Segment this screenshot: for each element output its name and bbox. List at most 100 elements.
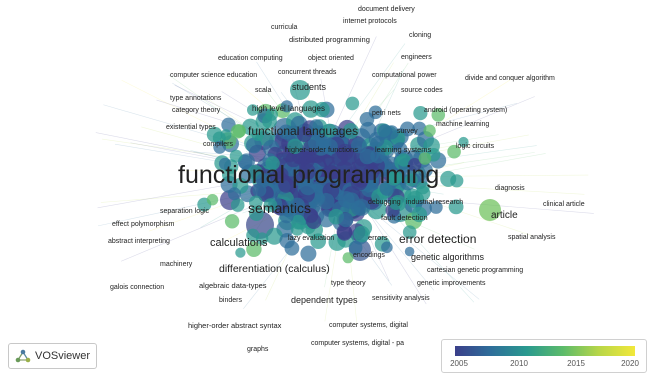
- term-label[interactable]: petri nets: [372, 110, 401, 117]
- network-node[interactable]: [235, 247, 246, 258]
- term-label[interactable]: error detection: [399, 232, 476, 246]
- term-label[interactable]: document delivery: [358, 6, 415, 13]
- network-node[interactable]: [227, 187, 241, 201]
- network-node[interactable]: [353, 225, 371, 243]
- term-label[interactable]: computer science education: [170, 72, 257, 79]
- term-label[interactable]: source codes: [401, 87, 443, 94]
- network-node[interactable]: [230, 198, 245, 212]
- term-label[interactable]: cartesian genetic programming: [427, 267, 523, 274]
- network-node[interactable]: [416, 181, 430, 195]
- network-node[interactable]: [389, 196, 403, 210]
- term-label[interactable]: functional languages: [248, 124, 358, 138]
- network-node[interactable]: [300, 245, 317, 262]
- term-label[interactable]: distributed programming: [289, 35, 370, 44]
- network-node[interactable]: [249, 206, 264, 221]
- network-node[interactable]: [213, 140, 227, 154]
- term-label[interactable]: machinery: [160, 261, 193, 268]
- network-node[interactable]: [423, 124, 436, 137]
- network-node[interactable]: [350, 200, 367, 216]
- network-node[interactable]: [299, 178, 317, 196]
- network-node[interactable]: [479, 199, 501, 221]
- term-label[interactable]: high level languages: [252, 104, 325, 113]
- term-label[interactable]: curricula: [271, 24, 298, 31]
- network-node[interactable]: [399, 121, 415, 137]
- term-label[interactable]: computational power: [372, 72, 437, 79]
- term-label[interactable]: type theory: [331, 280, 366, 287]
- term-label[interactable]: semantics: [248, 200, 311, 216]
- network-node[interactable]: [206, 194, 219, 206]
- network-node[interactable]: [418, 152, 432, 165]
- term-label[interactable]: abstract interpreting: [108, 238, 170, 245]
- network-node[interactable]: [272, 167, 289, 183]
- term-label[interactable]: existential types: [166, 124, 216, 131]
- term-label[interactable]: higher-order abstract syntax: [188, 321, 282, 330]
- term-label[interactable]: lazy evaluation: [288, 235, 334, 242]
- term-label[interactable]: diagnosis: [495, 185, 525, 192]
- network-node[interactable]: [302, 100, 320, 118]
- network-node[interactable]: [251, 128, 265, 141]
- term-label[interactable]: differentiation (calculus): [219, 263, 330, 275]
- term-label[interactable]: object oriented: [308, 55, 354, 62]
- network-node[interactable]: [290, 80, 310, 100]
- network-node[interactable]: [458, 136, 469, 148]
- network-node[interactable]: [220, 129, 232, 141]
- network-node[interactable]: [252, 183, 267, 198]
- term-label[interactable]: divide and conquer algorithm: [465, 75, 555, 82]
- network-node[interactable]: [303, 208, 319, 223]
- term-label[interactable]: calculations: [210, 237, 268, 249]
- network-node[interactable]: [345, 96, 360, 111]
- term-label[interactable]: internet protocols: [343, 18, 397, 25]
- network-node[interactable]: [348, 240, 363, 255]
- network-node[interactable]: [342, 252, 354, 264]
- network-node[interactable]: [378, 124, 392, 138]
- network-node[interactable]: [318, 193, 335, 210]
- network-node[interactable]: [417, 162, 433, 178]
- vosviewer-logo[interactable]: VOSviewer: [8, 343, 98, 369]
- network-node[interactable]: [279, 209, 294, 224]
- network-node[interactable]: [290, 197, 305, 213]
- network-node[interactable]: [402, 225, 417, 239]
- network-node[interactable]: [322, 123, 337, 138]
- network-node[interactable]: [447, 144, 461, 159]
- network-node[interactable]: [340, 149, 357, 166]
- term-label[interactable]: compilers: [203, 141, 233, 148]
- network-node[interactable]: [265, 108, 279, 121]
- term-label[interactable]: errors: [368, 233, 388, 242]
- term-label[interactable]: concurrent threads: [278, 69, 337, 76]
- network-node[interactable]: [249, 195, 263, 210]
- term-label[interactable]: engineers: [401, 54, 432, 61]
- network-node[interactable]: [342, 123, 359, 139]
- network-node[interactable]: [222, 167, 236, 182]
- term-label[interactable]: logic circuits: [456, 143, 495, 150]
- network-node[interactable]: [338, 212, 354, 228]
- term-label[interactable]: computer systems, digital: [329, 322, 408, 329]
- network-node[interactable]: [429, 200, 443, 214]
- term-label[interactable]: functional programming: [178, 161, 439, 189]
- term-label[interactable]: debugging: [368, 199, 401, 206]
- term-label[interactable]: industrial research: [406, 199, 463, 206]
- term-label[interactable]: graphs: [247, 346, 269, 353]
- network-node[interactable]: [351, 137, 367, 154]
- network-node[interactable]: [412, 121, 427, 136]
- term-label[interactable]: survey: [397, 128, 418, 135]
- network-node[interactable]: [310, 233, 327, 249]
- network-node[interactable]: [431, 108, 446, 122]
- network-node[interactable]: [255, 232, 269, 245]
- network-node[interactable]: [278, 124, 294, 140]
- network-node[interactable]: [448, 199, 464, 215]
- network-node[interactable]: [411, 206, 428, 223]
- term-label[interactable]: category theory: [172, 107, 221, 114]
- network-node[interactable]: [397, 153, 411, 167]
- network-node[interactable]: [287, 138, 303, 154]
- network-node[interactable]: [296, 126, 312, 142]
- network-node[interactable]: [247, 104, 259, 116]
- term-label[interactable]: students: [292, 82, 327, 92]
- network-node[interactable]: [338, 191, 355, 208]
- term-label[interactable]: learning systems: [375, 145, 432, 154]
- network-node[interactable]: [280, 100, 293, 113]
- network-node[interactable]: [265, 156, 280, 171]
- network-node[interactable]: [290, 223, 304, 236]
- term-label[interactable]: sensitivity analysis: [372, 295, 430, 302]
- network-node[interactable]: [393, 142, 408, 157]
